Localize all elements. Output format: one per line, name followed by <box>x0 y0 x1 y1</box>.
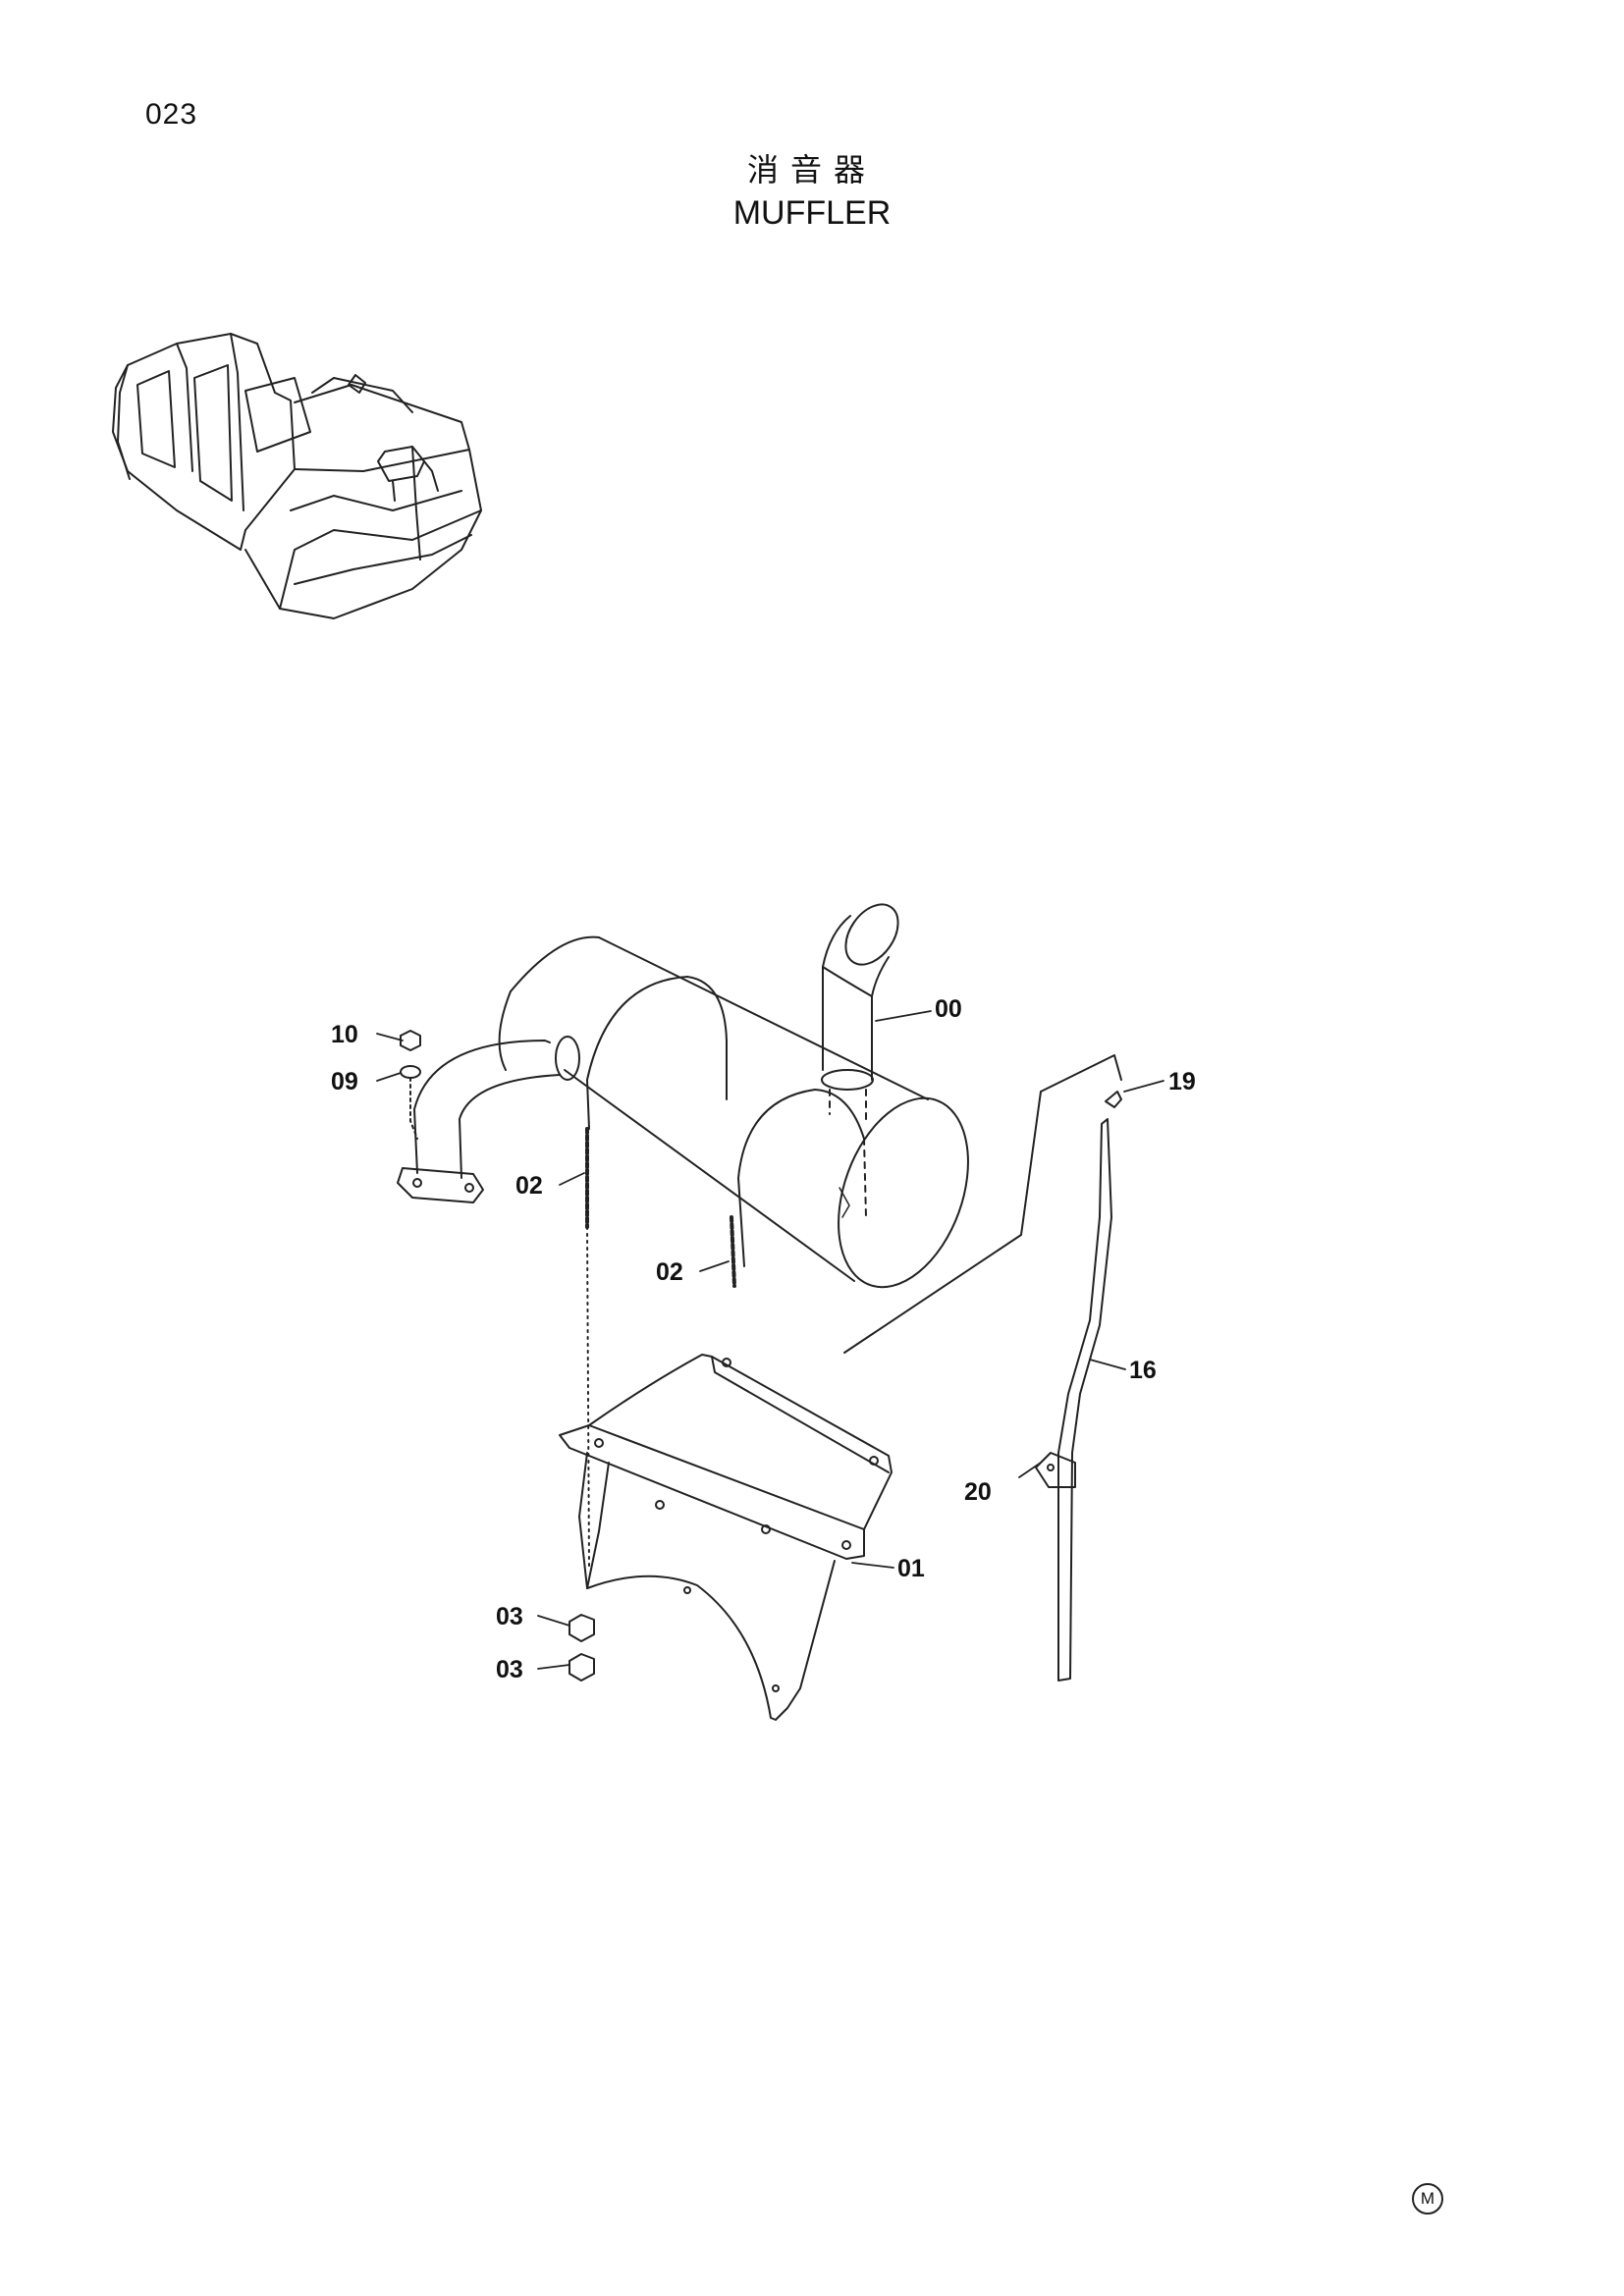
callout-16: 16 <box>1129 1357 1157 1384</box>
title-chinese: 消音器 <box>746 151 877 188</box>
mounting-bracket <box>559 1354 893 1721</box>
callout-01: 01 <box>897 1555 925 1582</box>
muffler-body <box>498 935 969 1289</box>
callout-02: 02 <box>515 1172 543 1200</box>
u-bolts <box>585 976 867 1567</box>
page-number: 023 <box>145 98 198 131</box>
title-english: MUFFLER <box>732 194 892 232</box>
callout-03: 03 <box>496 1603 523 1630</box>
inlet-elbow-pipe <box>397 1036 580 1203</box>
callout-19: 19 <box>1168 1068 1196 1095</box>
exhaust-pipe <box>821 903 899 1120</box>
callout-20: 20 <box>964 1478 992 1506</box>
nuts <box>568 1614 595 1682</box>
callout-00: 00 <box>935 995 962 1023</box>
excavator-locator-icon <box>112 333 482 619</box>
callout-labels: 00 01 02 02 03 03 09 10 16 19 20 <box>331 995 1196 1683</box>
callout-03: 03 <box>496 1656 523 1683</box>
callout-02: 02 <box>656 1258 683 1286</box>
drain-hose-assembly <box>843 1054 1122 1682</box>
washer-and-nut <box>400 1030 421 1140</box>
callout-09: 09 <box>331 1068 358 1095</box>
leader-lines <box>376 1010 1164 1670</box>
callout-10: 10 <box>331 1021 358 1048</box>
maker-mark: M <box>1412 2183 1443 2215</box>
